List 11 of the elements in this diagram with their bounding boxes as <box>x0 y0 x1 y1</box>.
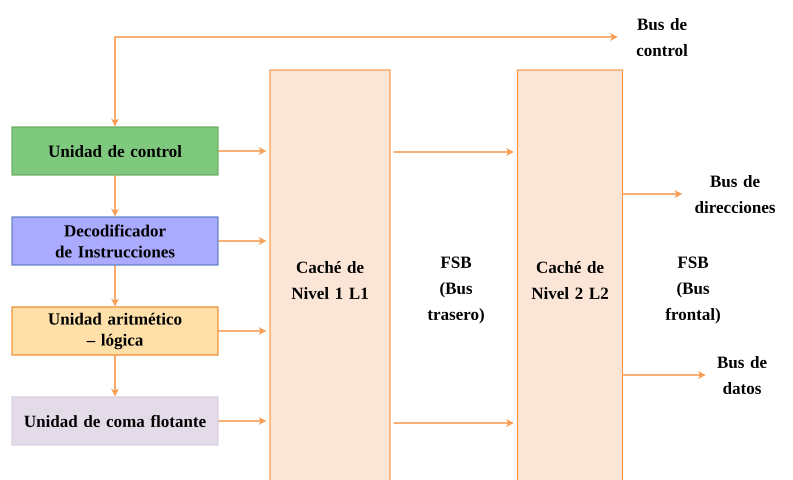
unit-box: Unidad aritmético – lógica <box>11 306 219 356</box>
cache-box: Caché de Nivel 2 L2 <box>516 69 624 480</box>
bus-label: FSB (Bus frontal) <box>665 256 720 324</box>
bus-label: Bus de datos <box>717 356 767 394</box>
bus-label: Bus de direcciones <box>695 175 776 213</box>
bus-label: FSB (Bus trasero) <box>428 256 484 324</box>
unit-box: Unidad de coma flotante <box>11 396 219 446</box>
unit-box: Decodificador de Instrucciones <box>11 216 219 266</box>
bus-label: Bus de control <box>636 18 688 56</box>
unit-box: Unidad de control <box>11 126 219 176</box>
cache-box: Caché de Nivel 1 L1 <box>269 69 391 480</box>
